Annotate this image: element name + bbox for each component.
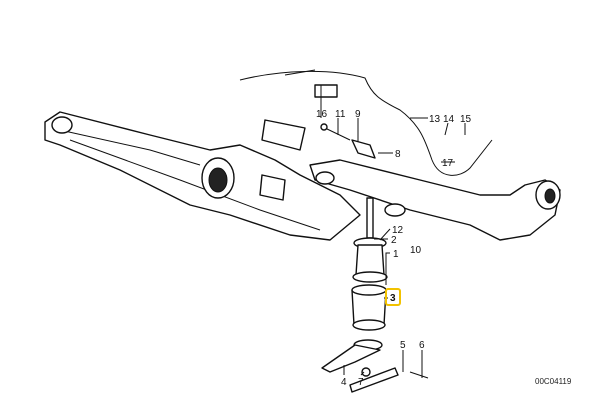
brake-cable — [239, 70, 493, 176]
part-labels: 16 11 9 13 14 15 8 17 12 2 1 10 3 5 6 4 … — [316, 109, 472, 388]
label-15: 15 — [460, 114, 472, 125]
trailing-arm — [309, 159, 561, 241]
axle-carrier — [44, 111, 361, 241]
mount-part-3 — [351, 284, 387, 331]
bolt-and-bushing — [314, 84, 376, 159]
label-1: 1 — [393, 249, 399, 260]
diagram-code: 00C04119 — [535, 377, 572, 386]
highlight-box — [385, 288, 401, 306]
label-13: 13 — [429, 114, 441, 125]
label-11: 11 — [335, 109, 346, 120]
bracket — [321, 339, 429, 393]
label-3[interactable]: 3 — [390, 293, 396, 304]
label-6: 6 — [419, 340, 425, 351]
rubber-mount — [352, 197, 388, 283]
label-2: 2 — [391, 235, 397, 246]
label-12: 12 — [392, 225, 404, 236]
label-17: 17 — [442, 158, 454, 169]
label-7: 7 — [358, 377, 364, 388]
label-8: 8 — [395, 149, 401, 160]
label-5: 5 — [400, 340, 406, 351]
label-14: 14 — [443, 114, 455, 125]
label-10: 10 — [410, 245, 422, 256]
label-9: 9 — [355, 109, 361, 120]
label-16: 16 — [316, 109, 328, 120]
label-4: 4 — [341, 377, 347, 388]
